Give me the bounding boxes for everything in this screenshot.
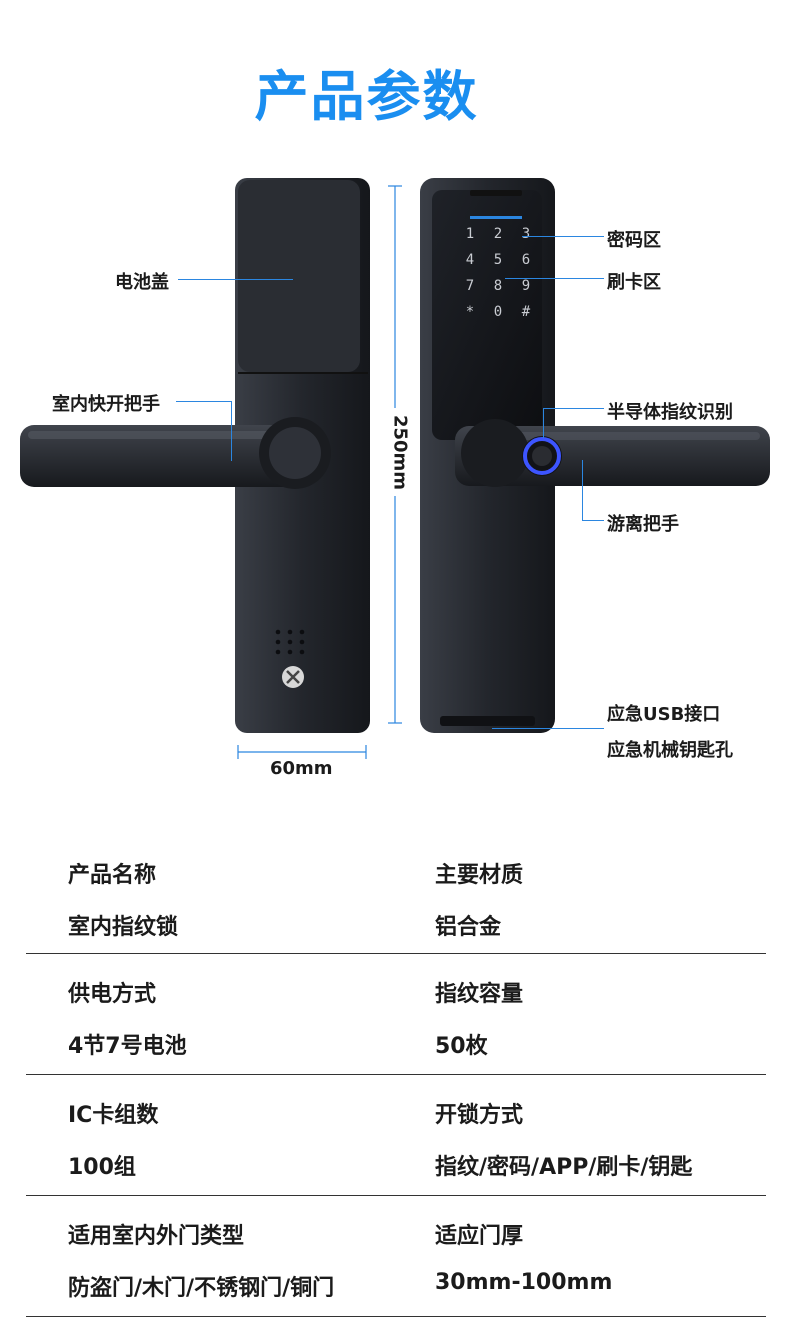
label-battery-cover: 电池盖	[115, 272, 169, 293]
keypad: 1 2 3 4 5 6 7 8 9 * 0 #	[456, 226, 540, 320]
spec-value: 30mm-100mm	[435, 1270, 613, 1295]
width-dimension: 60mm	[270, 758, 333, 779]
spec-label: IC卡组数	[68, 1103, 159, 1128]
callout-line-usb	[492, 728, 604, 730]
key-7[interactable]: 7	[465, 278, 475, 294]
outdoor-lock	[420, 178, 770, 733]
spec-label: 产品名称	[68, 863, 157, 888]
spec-value: 室内指纹锁	[68, 915, 179, 940]
callout-line-free-handle	[582, 520, 604, 522]
spec-value: 铝合金	[435, 915, 502, 940]
spec-row: IC卡组数 100组 开锁方式 指纹/密码/APP/刷卡/钥匙	[26, 1075, 766, 1196]
callout-line-fingerprint	[543, 408, 604, 410]
spec-label: 开锁方式	[435, 1103, 524, 1128]
spec-value: 50枚	[435, 1034, 488, 1059]
key-0[interactable]: 0	[493, 304, 503, 320]
callout-line-password	[522, 236, 604, 238]
label-free-handle: 游离把手	[607, 514, 679, 535]
product-diagram: 1 2 3 4 5 6 7 8 9 * 0 # 250mm 60mm 电池盖 室…	[0, 150, 790, 790]
key-star[interactable]: *	[465, 304, 475, 320]
page-title: 产品参数	[254, 65, 479, 128]
callout-line-battery	[178, 279, 293, 281]
spec-value: 防盗门/木门/不锈钢门/铜门	[68, 1276, 335, 1301]
label-password-area: 密码区	[607, 230, 661, 251]
callout-line-handle-v	[231, 401, 233, 461]
key-hash[interactable]: #	[521, 304, 531, 320]
label-card-area: 刷卡区	[607, 272, 661, 293]
spec-row: 供电方式 4节7号电池 指纹容量 50枚	[26, 954, 766, 1075]
callout-line-free-handle-v	[582, 460, 584, 520]
key-8[interactable]: 8	[493, 278, 503, 294]
key-1[interactable]: 1	[465, 226, 475, 242]
callout-line-fingerprint-v	[543, 408, 545, 438]
key-5[interactable]: 5	[493, 252, 503, 268]
spec-label: 主要材质	[435, 863, 524, 888]
indoor-lock	[20, 178, 370, 733]
label-usb: 应急USB接口	[607, 704, 721, 725]
spec-label: 供电方式	[68, 982, 157, 1007]
spec-row: 产品名称 室内指纹锁 主要材质 铝合金	[26, 835, 766, 954]
label-indoor-handle: 室内快开把手	[52, 394, 160, 415]
spec-label: 适用室内外门类型	[68, 1224, 245, 1249]
key-4[interactable]: 4	[465, 252, 475, 268]
lock-illustration	[20, 178, 770, 759]
key-6[interactable]: 6	[521, 252, 531, 268]
spec-value: 指纹/密码/APP/刷卡/钥匙	[435, 1155, 693, 1180]
label-key-hole: 应急机械钥匙孔	[607, 740, 733, 761]
spec-table: 产品名称 室内指纹锁 主要材质 铝合金 供电方式 4节7号电池 指纹容量 50枚…	[26, 835, 766, 1317]
spec-value: 4节7号电池	[68, 1034, 187, 1059]
spec-value: 100组	[68, 1155, 136, 1180]
key-3[interactable]: 3	[521, 226, 531, 242]
key-9[interactable]: 9	[521, 278, 531, 294]
spec-label: 适应门厚	[435, 1224, 524, 1249]
callout-line-handle	[176, 401, 232, 403]
label-fingerprint: 半导体指纹识别	[607, 402, 733, 423]
spec-label: 指纹容量	[435, 982, 524, 1007]
key-2[interactable]: 2	[493, 226, 503, 242]
spec-row: 适用室内外门类型 防盗门/木门/不锈钢门/铜门 适应门厚 30mm-100mm	[26, 1196, 766, 1317]
height-dimension: 250mm	[389, 414, 411, 491]
callout-line-card	[505, 278, 604, 280]
